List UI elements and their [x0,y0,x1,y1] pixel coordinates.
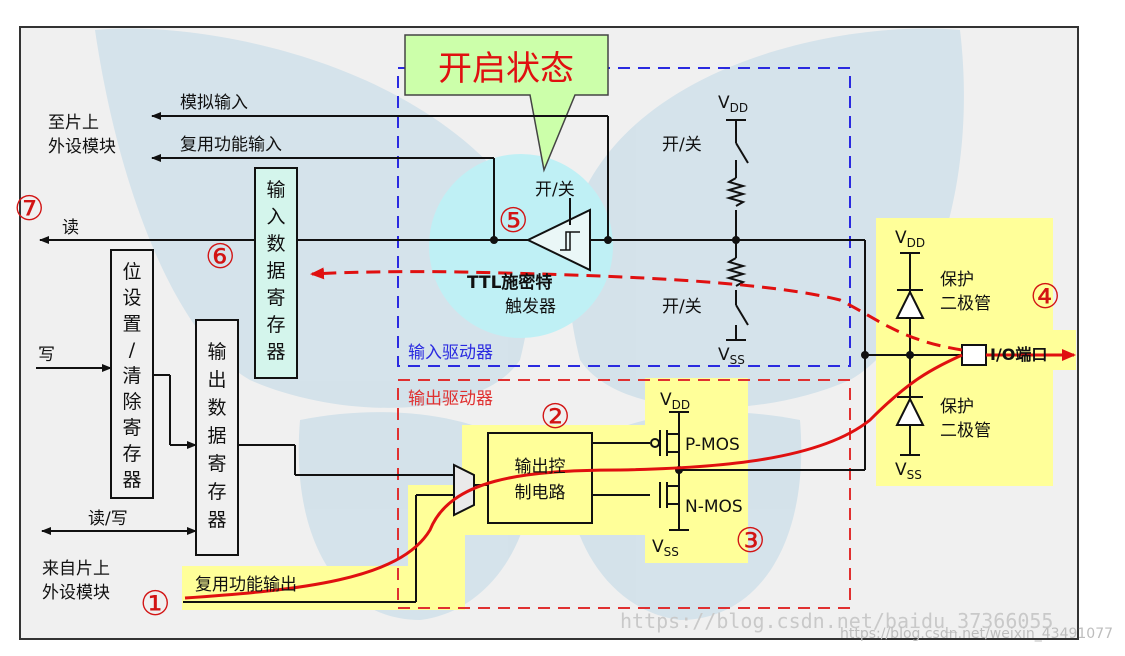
svg-text:出: 出 [207,369,226,391]
svg-text:据: 据 [207,425,226,447]
input-data-register-label: 输 入 数 据 寄 存 器 [266,179,285,363]
pmos-label: P-MOS [685,435,740,455]
marker-6: ⑥ [205,237,235,277]
svg-text:寄: 寄 [266,287,285,309]
svg-text:设: 设 [122,287,141,309]
protection-vss-label: VSS [895,460,922,482]
nmos-label: N-MOS [685,497,743,517]
from-peripheral-line2: 外设模块 [42,583,110,603]
schmitt-highlight-circle [429,154,613,338]
svg-text:清: 清 [122,365,141,387]
pullup-switch-label: 开/关 [662,135,702,155]
wiring [36,112,962,603]
protection-top-line1: 保护 [940,270,974,290]
output-signal-path [184,353,963,600]
svg-text:/: / [129,339,136,361]
marker-4: ④ [1030,277,1060,317]
read-label: 读 [62,218,79,238]
output-vdd-label: VDD [660,390,690,412]
output-control-line2: 制电路 [515,483,566,503]
svg-text:器: 器 [122,469,141,491]
output-vss-label: VSS [652,537,679,559]
svg-text:数: 数 [266,233,285,255]
pull-switches [735,142,749,326]
output-data-register-box [195,319,239,556]
alt-func-output-label: 复用功能输出 [195,575,297,595]
watermark-2: https://blog.csdn.net/weixin_43491077 [840,626,1113,642]
mos-transistors [650,430,679,508]
svg-text:器: 器 [266,341,285,363]
marker-1: ① [140,584,170,624]
marker-3: ③ [735,521,765,561]
analog-input-label: 模拟输入 [180,93,248,113]
to-peripheral-line2: 外设模块 [48,137,116,157]
input-signal-path [310,267,963,352]
output-driver-label: 输出驱动器 [408,389,493,409]
svg-text:存: 存 [207,481,226,503]
marker-7: ⑦ [14,189,44,229]
protection-vdd-label: VDD [895,228,925,250]
read-write-label: 读/写 [88,509,128,529]
io-pad [961,344,987,366]
svg-text:寄: 寄 [207,453,226,475]
svg-text:置: 置 [122,313,141,335]
pulldown-switch-label: 开/关 [662,297,702,317]
marker-5: ⑤ [498,201,528,241]
svg-text:入: 入 [266,206,285,228]
svg-text:器: 器 [207,509,226,531]
write-label: 写 [38,345,55,365]
svg-text:存: 存 [122,443,141,465]
output-control-line1: 输出控 [515,457,566,477]
svg-text:寄: 寄 [122,417,141,439]
input-driver-box [397,67,851,367]
protection-top-line2: 二极管 [940,294,991,314]
pull-resistors [725,177,747,287]
marker-2: ② [540,397,570,437]
bit-set-reset-register-box [110,249,154,499]
callout-title: 开启状态 [438,49,574,89]
schmitt-label-line1: TTL施密特 [467,272,552,293]
junction-dots [490,236,914,474]
input-vss-label: VSS [718,345,745,367]
schmitt-label-line2: 触发器 [505,297,556,317]
from-peripheral-line1: 来自片上 [42,559,110,579]
alt-func-input-label: 复用功能输入 [180,135,282,155]
watermark-1: https://blog.csdn.net/baidu_37366055 [620,609,1053,633]
input-data-register-box [254,167,298,379]
svg-text:除: 除 [122,391,141,413]
protection-diodes [895,289,925,426]
protection-bottom-line2: 二极管 [940,421,991,441]
svg-text:输: 输 [207,341,226,363]
input-vdd-label: VDD [718,93,748,115]
schmitt-switch-label: 开/关 [535,180,575,200]
output-driver-box [397,379,851,609]
to-peripheral-line1: 至片上 [48,113,99,133]
io-port-label: I/O端口 [990,345,1047,364]
schmitt-trigger-symbol [525,198,591,272]
svg-text:位: 位 [122,261,141,283]
svg-text:输: 输 [266,179,285,201]
protection-bottom-line1: 保护 [940,397,974,417]
output-data-register-label: 输 出 数 据 寄 存 器 [207,341,226,531]
svg-text:存: 存 [266,314,285,336]
callout-open-state [404,34,609,173]
svg-text:据: 据 [266,260,285,282]
input-driver-label: 输入驱动器 [408,343,493,363]
svg-text:数: 数 [207,397,226,419]
bit-set-reset-register-label: 位 设 置 / 清 除 寄 存 器 [122,261,141,491]
